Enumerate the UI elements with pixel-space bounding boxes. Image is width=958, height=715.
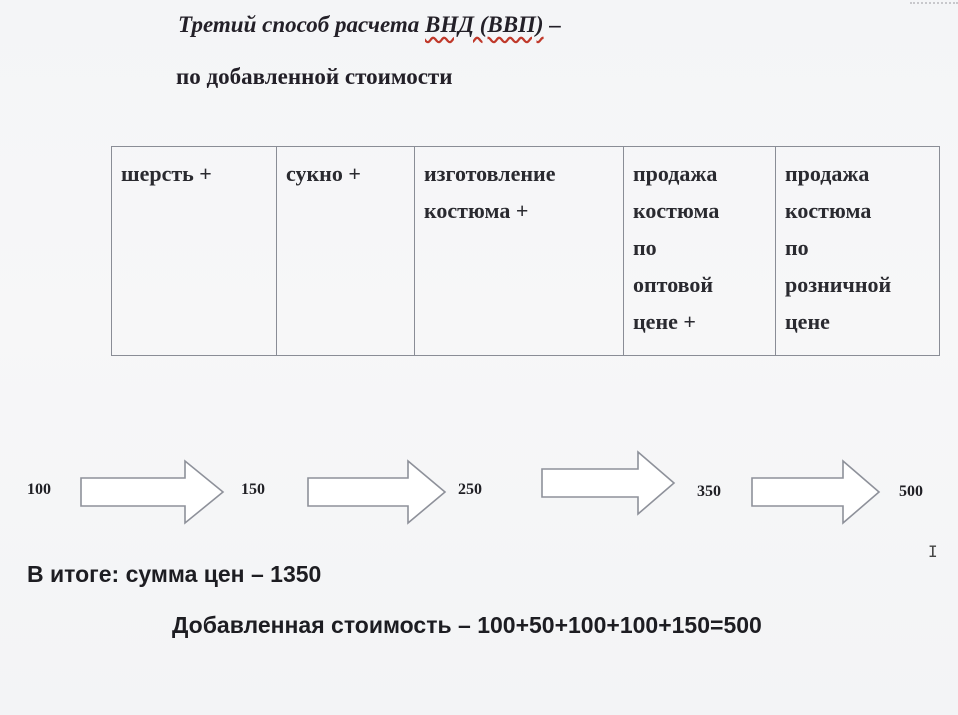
- text-cursor-icon: I: [928, 542, 938, 561]
- stage-line: шерсть +: [121, 161, 212, 186]
- flow-value-1: 100: [27, 481, 51, 498]
- stage-line: продажа: [785, 161, 870, 186]
- stage-line: костюма: [785, 198, 872, 223]
- right-arrow-icon: [307, 459, 447, 525]
- title-abbreviation: ВНД (ВВП): [425, 12, 544, 37]
- table-row: шерсть + сукно + изготовление костюма + …: [111, 146, 940, 356]
- flow-value-4: 350: [697, 483, 721, 500]
- corner-artifact: [910, 2, 958, 14]
- stage-line: розничной: [785, 272, 892, 297]
- summary-added-value: Добавленная стоимость – 100+50+100+100+1…: [172, 612, 762, 638]
- stage-line: по: [633, 235, 657, 260]
- stage-line: продажа: [633, 161, 718, 186]
- stage-line: костюма +: [424, 198, 529, 223]
- stage-line: цене: [785, 309, 830, 334]
- stage-cell-tailoring: изготовление костюма +: [414, 146, 624, 356]
- stage-line: изготовление: [424, 161, 556, 186]
- right-arrow-icon: [541, 450, 676, 516]
- stage-line: оптовой: [633, 272, 714, 297]
- flow-value-5: 500: [899, 483, 923, 500]
- stage-cell-wool: шерсть +: [111, 146, 277, 356]
- title-prefix: Третий способ расчета: [178, 12, 425, 37]
- stage-line: сукно +: [286, 161, 361, 186]
- flow-value-2: 150: [241, 481, 265, 498]
- summary-total-prices: В итоге: сумма цен – 1350: [27, 561, 322, 587]
- right-arrow-icon: [751, 459, 881, 525]
- production-stages-table: шерсть + сукно + изготовление костюма + …: [111, 146, 940, 356]
- right-arrow-icon: [80, 459, 225, 525]
- stage-cell-retail: продажа костюма по розничной цене: [775, 146, 940, 356]
- stage-line: по: [785, 235, 809, 260]
- stage-line: цене +: [633, 309, 696, 334]
- stage-cell-wholesale: продажа костюма по оптовой цене +: [623, 146, 776, 356]
- slide-title: Третий способ расчета ВНД (ВВП) –: [178, 12, 561, 38]
- stage-line: костюма: [633, 198, 720, 223]
- title-suffix: –: [543, 12, 561, 37]
- slide-subtitle: по добавленной стоимости: [176, 64, 453, 89]
- flow-value-3: 250: [458, 481, 482, 498]
